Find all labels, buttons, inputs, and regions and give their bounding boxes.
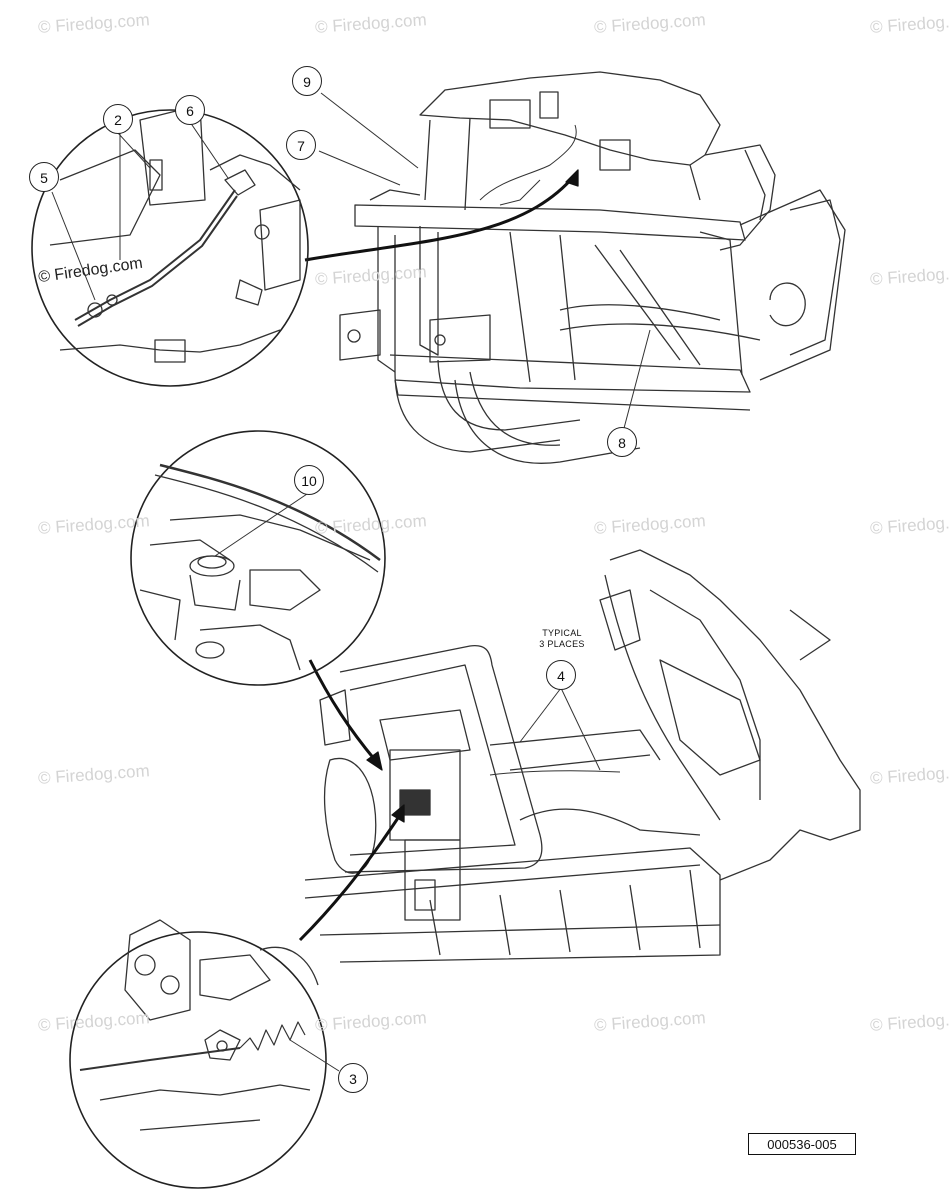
callout-8: 8 — [607, 427, 637, 457]
callout-7: 7 — [286, 130, 316, 160]
detail-inset-throttle-cable — [31, 104, 309, 387]
callout-4: 4 — [546, 660, 576, 690]
callout-3: 3 — [338, 1063, 368, 1093]
typical-note: TYPICAL 3 PLACES — [530, 628, 594, 650]
typical-note-line1: TYPICAL — [542, 628, 582, 638]
callout-2: 2 — [103, 104, 133, 134]
chassis-assembly — [298, 549, 861, 963]
front-frame-assembly — [304, 71, 846, 464]
callout-9: 9 — [292, 66, 322, 96]
detail-inset-spring — [69, 919, 340, 1189]
callout-10: 10 — [294, 465, 324, 495]
typical-note-line2: 3 PLACES — [539, 639, 585, 649]
callout-6: 6 — [175, 95, 205, 125]
callout-5: 5 — [29, 162, 59, 192]
detail-inset-pivot — [130, 430, 386, 686]
figure-number: 000536-005 — [748, 1133, 856, 1155]
